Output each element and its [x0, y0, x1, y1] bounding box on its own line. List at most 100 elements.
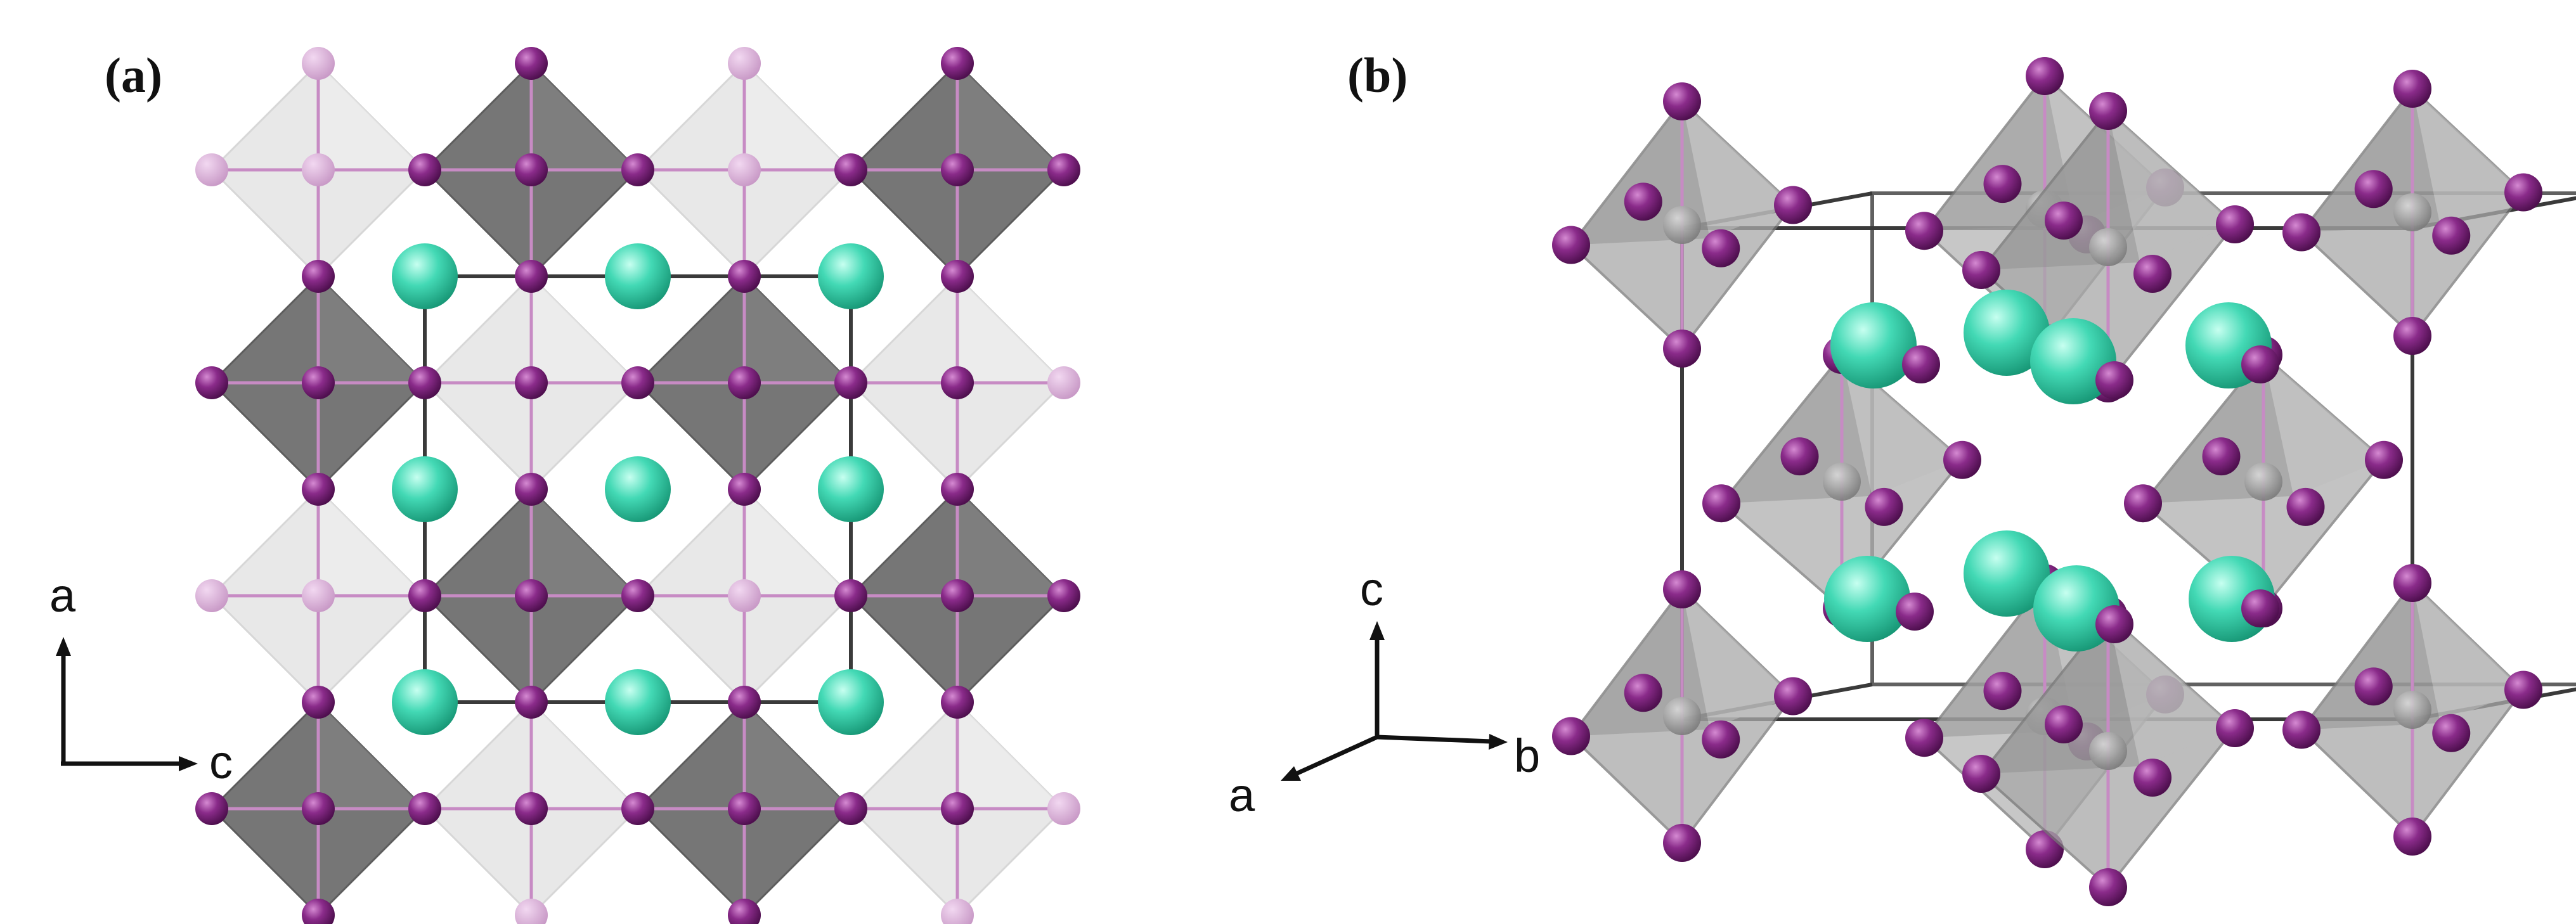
iodide-atom — [302, 792, 335, 825]
iodide-atom — [515, 899, 548, 924]
iodide-atom — [2095, 605, 2133, 643]
iodide-atom — [195, 366, 228, 399]
cation-atom — [1824, 556, 1910, 642]
arrowhead-right — [179, 756, 198, 771]
iodide-atom — [1905, 719, 1943, 757]
arrowhead-b — [1489, 734, 1508, 750]
lead-atom — [2393, 193, 2431, 231]
octahedron-facet — [744, 63, 851, 170]
octahedron-facet — [2108, 615, 2235, 766]
octahedron-facet — [531, 489, 638, 596]
iodide-atom — [621, 792, 654, 825]
iodide-atom — [1702, 484, 1740, 523]
iodide-atom — [2393, 70, 2431, 108]
iodide-atom — [302, 47, 335, 80]
iodide-atom — [1047, 579, 1080, 612]
iodide-atom — [1624, 183, 1662, 221]
iodide-atom — [302, 260, 335, 293]
iodide-atom — [2393, 564, 2431, 602]
octahedron-facet — [744, 276, 851, 383]
panel-b-structure — [1552, 57, 2576, 906]
octahedron-facet — [744, 489, 851, 596]
iodide-atom — [728, 792, 761, 825]
lead-atom — [1823, 463, 1861, 501]
iodide-atom — [515, 153, 548, 186]
iodide-atom — [2432, 714, 2471, 752]
octahedron-facet — [957, 63, 1064, 170]
iodide-atom — [2026, 57, 2064, 95]
iodide-atom — [2133, 255, 2171, 293]
iodide-atom — [941, 260, 974, 293]
axis-indicator-b: c a b — [1229, 563, 1540, 821]
iodide-atom — [2089, 92, 2127, 130]
iodide-atom — [2393, 317, 2431, 355]
iodide-atom — [834, 579, 867, 612]
iodide-atom — [2393, 818, 2431, 856]
cation-atom — [818, 243, 884, 309]
axis-label-a-b: a — [1229, 769, 1255, 821]
iodide-atom — [302, 899, 335, 924]
iodide-atom — [515, 260, 548, 293]
cation-atom — [605, 243, 671, 309]
iodide-atom — [621, 153, 654, 186]
iodide-atom — [515, 47, 548, 80]
iodide-atom — [2504, 173, 2542, 212]
iodide-atom — [1663, 82, 1701, 120]
iodide-atom — [728, 153, 761, 186]
axis-arrow-b — [1376, 735, 1492, 744]
iodide-atom — [2286, 487, 2325, 526]
octahedron-facet — [957, 276, 1064, 383]
iodide-atom — [302, 686, 335, 719]
iodide-atom — [1983, 672, 2022, 710]
iodide-atom — [1624, 674, 1662, 712]
iodide-atom — [941, 686, 974, 719]
iodide-atom — [195, 153, 228, 186]
iodide-atom — [1983, 165, 2022, 203]
panel-label-b: (b) — [1347, 48, 1408, 103]
iodide-atom — [2216, 205, 2254, 243]
iodide-atom — [941, 153, 974, 186]
octahedron-facet — [2412, 583, 2523, 723]
iodide-atom — [302, 153, 335, 186]
iodide-atom — [1047, 153, 1080, 186]
lead-atom — [2089, 732, 2127, 770]
cation-atom — [605, 669, 671, 735]
iodide-atom — [1663, 824, 1701, 862]
iodide-atom — [834, 366, 867, 399]
iodide-atom — [2354, 170, 2393, 209]
arrowhead-up — [56, 637, 71, 656]
octahedron-facet — [744, 702, 851, 809]
octahedron-facet — [2108, 111, 2235, 262]
cation-atom — [392, 456, 458, 522]
axis-label-b-b: b — [1514, 729, 1540, 782]
iodide-atom — [2095, 361, 2133, 399]
octahedron-facet — [2412, 89, 2523, 226]
octahedron-facet — [957, 702, 1064, 809]
iodide-atom — [2045, 202, 2083, 240]
axis-indicator-a: a c — [49, 569, 233, 788]
iodide-atom — [408, 366, 441, 399]
iodide-atom — [728, 47, 761, 80]
lead-atom — [2244, 463, 2282, 501]
octahedron-facet — [318, 276, 425, 383]
iodide-atom — [1943, 440, 1981, 479]
iodide-atom — [1702, 229, 1740, 267]
iodide-atom — [2282, 213, 2320, 252]
iodide-atom — [728, 579, 761, 612]
iodide-atom — [1896, 593, 1934, 631]
iodide-atom — [941, 473, 974, 506]
iodide-atom — [515, 792, 548, 825]
cation-atom — [605, 456, 671, 522]
iodide-atom — [2045, 705, 2083, 743]
axis-arrow-a — [1293, 735, 1378, 777]
panel-label-a: (a) — [105, 48, 162, 103]
iodide-atom — [621, 579, 654, 612]
iodide-atom — [195, 792, 228, 825]
iodide-atom — [1047, 366, 1080, 399]
iodide-atom — [2365, 440, 2403, 479]
iodide-atom — [195, 579, 228, 612]
octahedron-facet — [531, 702, 638, 809]
iodide-atom — [1047, 792, 1080, 825]
lead-atom — [2089, 228, 2127, 266]
